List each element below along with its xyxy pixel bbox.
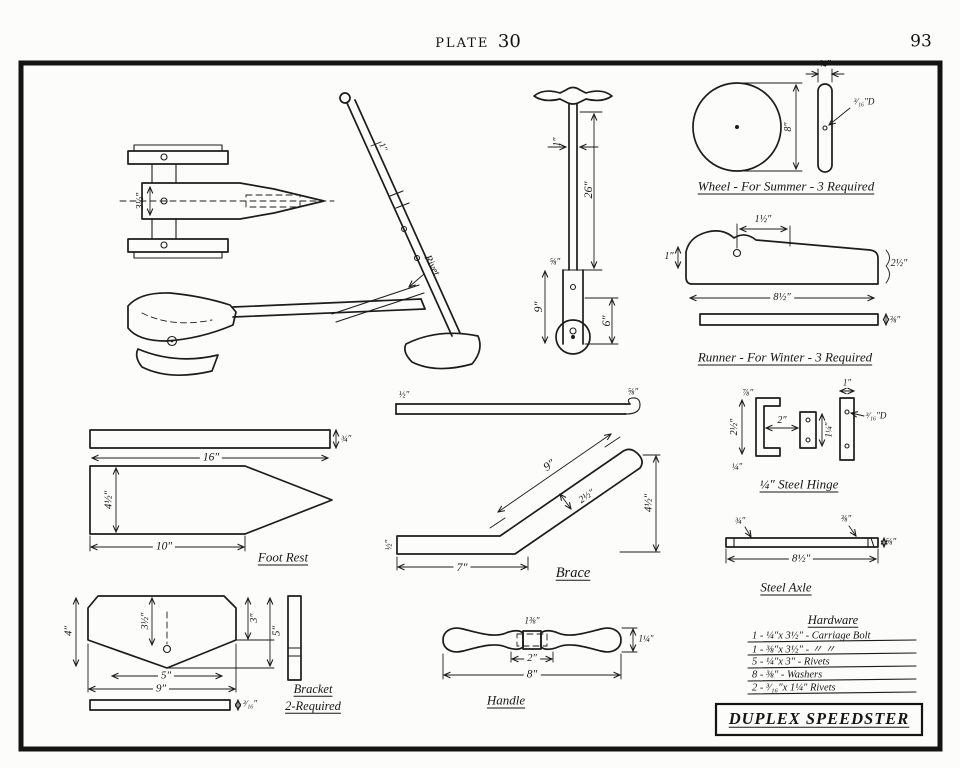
side-elevation-drawing [127, 86, 619, 376]
dim-handle-notch: 2″ [524, 653, 540, 665]
drawing-title: DUPLEX SPEEDSTER [728, 708, 910, 728]
dim-handle-end: 1¼″ [638, 633, 654, 644]
dim-hinge-height: 2½″ [729, 418, 740, 436]
plate-heading: PLATE 30 [435, 33, 521, 51]
foot-rest-drawing [89, 429, 336, 552]
hardware-item: 5 - ¼″x 3″ - Rivets [752, 656, 830, 668]
hardware-title: Hardware [807, 612, 859, 627]
foot-rest-label: Foot Rest [257, 549, 309, 565]
handle-label: Handle [486, 692, 526, 708]
dim-axle-length: 8½″ [788, 553, 814, 565]
dim-bracket-depth: 5″ [270, 625, 283, 637]
runner-drawing [678, 223, 890, 326]
dim-runner-thickness: ⅜″ [889, 314, 901, 325]
hinge-label: ¼″ Steel Hinge [759, 476, 839, 492]
hardware-rules [747, 639, 917, 695]
chassis-top-view-drawing [119, 144, 335, 259]
plate-frame [18, 60, 943, 752]
dim-wheel-diameter: 8″ [783, 122, 794, 132]
dim-hinge-leaf: 1″ [842, 377, 852, 388]
bracket-drawing [76, 595, 302, 711]
dim-axle-head: ¾″ [734, 515, 746, 526]
hardware-item: 1 - ⅜″x 3½″ - 〃 〃 [752, 644, 836, 656]
dim-stem-width: 1″ [552, 137, 563, 147]
dim-bracket-hole: 3½″ [140, 609, 151, 633]
dim-bracket-side: 3″ [249, 613, 260, 623]
wheel-drawing [692, 68, 851, 173]
dim-bracket-inner: 5″ [157, 670, 175, 682]
dim-hinge-width: 2″ [774, 416, 790, 426]
dim-stem-length: 26″ [581, 181, 595, 199]
plate-number: 30 [497, 31, 521, 52]
bracket-label: Bracket [293, 681, 333, 696]
dim-wheel-height: 6″ [599, 315, 613, 327]
plate-word: PLATE [435, 36, 490, 51]
wheel-label: Wheel - For Summer - 3 Required [697, 178, 875, 194]
dim-hinge-hole: ³⁄₁₆″D [865, 410, 887, 421]
dim-runner-length: 8½″ [770, 292, 794, 304]
dim-brace-top-left: ½″ [398, 389, 410, 400]
axle-label: Steel Axle [760, 579, 812, 595]
runner-label: Runner - For Winter - 3 Required [697, 349, 873, 365]
dim-runner-hole-offset: 1½″ [754, 214, 772, 225]
dim-bracket-width: 9″ [152, 683, 170, 695]
brace-drawing [395, 397, 661, 571]
dim-board-width: 4½″ [102, 490, 115, 510]
dim-wheel-thickness: ¾″ [819, 59, 831, 70]
dim-axle-end: ⅝″ [885, 536, 897, 547]
dim-fork-height: 9″ [531, 301, 545, 313]
hinge-drawing [742, 391, 865, 461]
brace-label: Brace [555, 564, 591, 581]
dim-wheel-hole: ³⁄₁₆″D [853, 96, 875, 107]
dim-fork-offset: ⅝″ [549, 256, 561, 267]
dim-brace-bottom: 7″ [453, 561, 471, 573]
hardware-item: 1 - ¼″x 3½″ - Carriage Bolt [752, 630, 871, 642]
dim-bracket-height: 4″ [62, 625, 75, 637]
dim-plank-thickness: ¾″ [340, 433, 352, 444]
dim-runner-end: 1″ [664, 251, 674, 262]
hardware-item: 8 - ⅜″ - Washers [752, 669, 823, 681]
dim-brace-top-right: ⅝″ [627, 386, 639, 397]
dim-axle-diameter: ⅜″ [840, 513, 852, 524]
dim-plank-length: 16″ [199, 452, 223, 464]
dim-bracket-thickness: ³⁄₁₆″ [242, 698, 258, 709]
dim-handle-center: 1⅜″ [524, 615, 540, 626]
bracket-qty-label: 2-Required [285, 698, 341, 713]
dim-hinge-plate: 1¼″ [823, 422, 834, 438]
dim-brace-rise: 4½″ [642, 493, 655, 513]
dim-chassis-width: 3½″ [135, 192, 146, 210]
dim-runner-height: 2½″ [890, 258, 908, 269]
page-number: 93 [910, 31, 932, 52]
dim-hinge-thickness: ¼″ [731, 461, 743, 472]
dim-hinge-flange: ⅞″ [742, 387, 754, 398]
dim-brace-end: ½″ [383, 539, 394, 551]
hardware-item: 2 - ³⁄₁₆″x 1¼″ Rivets [752, 682, 836, 694]
dim-handle-length: 8″ [523, 669, 541, 681]
dim-board-straight: 10″ [152, 541, 176, 553]
title-box [714, 702, 924, 737]
